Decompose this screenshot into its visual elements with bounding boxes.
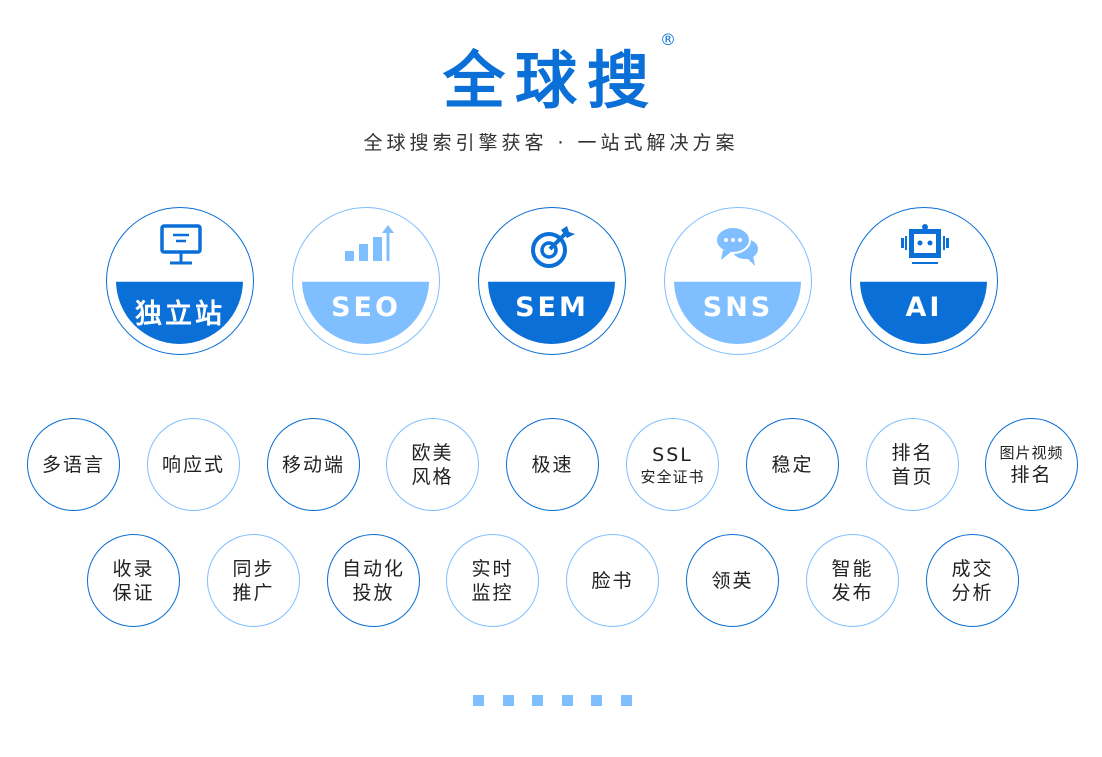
feature-badge[interactable]: 实时监控 bbox=[446, 534, 539, 627]
feature-badge[interactable]: 移动端 bbox=[267, 418, 360, 511]
service-label: AI bbox=[905, 292, 943, 323]
robot-icon bbox=[901, 224, 949, 264]
pagination-dot[interactable] bbox=[620, 695, 632, 706]
feature-badge[interactable]: 脸书 bbox=[566, 534, 659, 627]
feature-badge[interactable]: 同步推广 bbox=[207, 534, 300, 627]
feature-badge[interactable]: 稳定 bbox=[746, 418, 839, 511]
service-独立站[interactable]: 独立站 bbox=[106, 207, 254, 355]
feature-text: 同步 bbox=[232, 557, 275, 580]
feature-text: 极速 bbox=[531, 453, 574, 476]
feature-text: 响应式 bbox=[161, 453, 225, 476]
feature-badge[interactable]: 排名首页 bbox=[866, 418, 959, 511]
pagination-dot[interactable] bbox=[561, 695, 573, 706]
chat-bubbles-icon bbox=[715, 226, 760, 266]
feature-badge[interactable]: 多语言 bbox=[27, 418, 120, 511]
feature-text: 图片视频 bbox=[999, 443, 1064, 462]
feature-badge[interactable]: 收录保证 bbox=[87, 534, 180, 627]
feature-badge[interactable]: 欧美风格 bbox=[386, 418, 479, 511]
feature-badge[interactable]: 极速 bbox=[506, 418, 599, 511]
pagination-dot[interactable] bbox=[473, 695, 484, 706]
feature-text: 欧美 bbox=[411, 441, 454, 464]
feature-text: 多语言 bbox=[41, 453, 105, 476]
service-seo[interactable]: SEO bbox=[292, 207, 440, 355]
subtitle: 全球搜索引擎获客 · 一站式解决方案 bbox=[363, 132, 739, 154]
feature-text: 领英 bbox=[711, 569, 754, 592]
feature-badge[interactable]: 图片视频排名 bbox=[985, 418, 1078, 511]
pagination-dot[interactable] bbox=[532, 695, 543, 706]
pagination-dot[interactable] bbox=[591, 695, 602, 706]
feature-text: 排名 bbox=[1010, 463, 1053, 486]
service-label: SNS bbox=[702, 292, 774, 323]
feature-text: 智能 bbox=[831, 557, 874, 580]
feature-badge[interactable]: 自动化投放 bbox=[327, 534, 420, 627]
feature-text: 风格 bbox=[411, 465, 454, 488]
registered-mark: ® bbox=[660, 30, 676, 49]
feature-text: 安全证书 bbox=[640, 467, 705, 486]
feature-text: 首页 bbox=[891, 465, 934, 488]
pagination-dot[interactable] bbox=[502, 695, 514, 706]
feature-text: 排名 bbox=[891, 441, 934, 464]
feature-badge[interactable]: 响应式 bbox=[147, 418, 240, 511]
brand-title: 全球搜 bbox=[442, 44, 659, 117]
target-arrow-icon bbox=[531, 226, 575, 268]
feature-text: 投放 bbox=[352, 581, 395, 604]
feature-badge[interactable]: 智能发布 bbox=[806, 534, 899, 627]
service-label: SEM bbox=[515, 292, 589, 323]
service-label: SEO bbox=[331, 292, 401, 323]
feature-text: 收录 bbox=[112, 557, 155, 580]
monitor-icon bbox=[160, 224, 202, 265]
feature-text: 分析 bbox=[951, 581, 994, 604]
bar-chart-up-icon bbox=[345, 225, 394, 261]
service-label: 独立站 bbox=[135, 299, 225, 330]
feature-text: 移动端 bbox=[281, 453, 345, 476]
feature-text: 发布 bbox=[831, 581, 874, 604]
feature-text: 自动化 bbox=[341, 557, 405, 580]
feature-badge[interactable]: 领英 bbox=[686, 534, 779, 627]
service-sem[interactable]: SEM bbox=[478, 207, 626, 355]
feature-text: 成交 bbox=[951, 557, 994, 580]
service-ai[interactable]: AI bbox=[850, 207, 998, 355]
feature-text: 监控 bbox=[471, 581, 514, 604]
feature-text: 稳定 bbox=[771, 453, 814, 476]
feature-text: 推广 bbox=[232, 581, 275, 604]
feature-badge[interactable]: 成交分析 bbox=[926, 534, 1019, 627]
feature-text: 实时 bbox=[471, 557, 514, 580]
service-sns[interactable]: SNS bbox=[664, 207, 812, 355]
feature-text: 保证 bbox=[112, 581, 155, 604]
feature-text: SSL bbox=[652, 443, 693, 466]
feature-text: 脸书 bbox=[591, 569, 634, 592]
